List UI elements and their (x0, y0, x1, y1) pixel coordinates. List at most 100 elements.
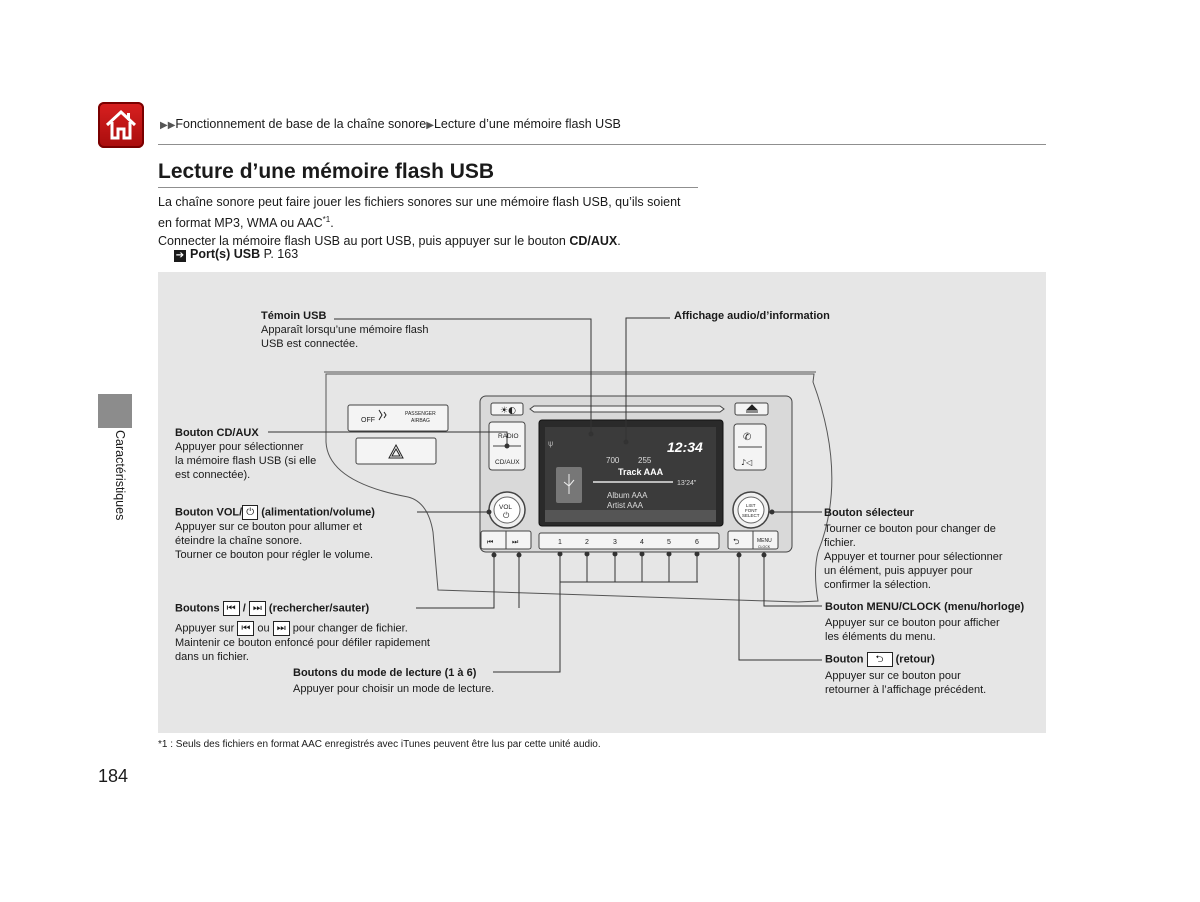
intro-text: . (330, 216, 334, 231)
seek-back-icon: ⏮ (237, 621, 255, 636)
callout-text: retourner à l’affichage précédent. (825, 684, 987, 696)
intro-line: Connecter la mémoire flash USB au port U… (158, 232, 718, 250)
eject-icon (745, 404, 759, 413)
side-tab-marker[interactable] (98, 394, 132, 428)
audio-unit-illustration: OFF PASSENGER AIRBAG ☀◐ RADIO CD/AUX 12:… (268, 317, 833, 673)
airbag-label-2: AIRBAG (411, 418, 430, 424)
callout-text: Appuyer sur ce bouton pour allumer et (175, 521, 363, 533)
back-icon: ⮌ (733, 537, 739, 546)
screen-album: Album AAA (607, 491, 648, 500)
callout-text: confirmer la sélection. (824, 579, 931, 591)
seek-callout: Boutons ⏮ / ⏭ (rechercher/sauter) Appuye… (175, 601, 430, 664)
callout-text: Appuyer et tourner pour sélectionner (824, 551, 1003, 563)
selector-font-label: FONT (745, 508, 757, 513)
callout-title: (rechercher/sauter) (265, 602, 370, 615)
callout-text: éteindre la chaîne sonore. (175, 535, 303, 547)
page-title: Lecture d’une mémoire flash USB (158, 160, 495, 183)
day-night-icon: ☀◐ (500, 406, 516, 416)
callout-title: Bouton VOL/ (175, 506, 243, 519)
clock-button-label: CLOCK (758, 545, 771, 549)
callout-text: un élément, puis appuyer pour (824, 565, 973, 577)
title-divider (158, 187, 698, 188)
breadcrumb-link-2[interactable]: Lecture d’une mémoire flash USB (433, 117, 621, 131)
intro-paragraph: La chaîne sonore peut faire jouer les fi… (158, 193, 718, 250)
intro-line: La chaîne sonore peut faire jouer les fi… (158, 195, 681, 209)
usb-indicator-callout: Témoin USB Apparaît lorsqu’une mémoire f… (261, 309, 429, 351)
preset-6-label: 6 (695, 539, 699, 546)
callout-text: Appuyer pour choisir un mode de lecture. (293, 683, 495, 695)
side-tab-label: Caractéristiques (113, 430, 127, 521)
screen-elapsed: 13'24" (677, 480, 697, 487)
selector-select-label: SELECT (742, 513, 760, 518)
vol-knob-label: VOL (499, 504, 512, 511)
xref-label: Port(s) USB (190, 247, 261, 261)
cross-reference-link[interactable]: ➔Port(s) USB P. 163 (174, 247, 298, 262)
callout-text: la mémoire flash USB (si elle (175, 455, 317, 467)
home-button[interactable] (98, 102, 144, 148)
back-icon: ⮌ (866, 652, 893, 667)
callout-title: Boutons (175, 602, 223, 615)
intro-bold: CD/AUX (569, 234, 618, 249)
menu-callout: Bouton MENU/CLOCK (menu/horloge) Appuyer… (825, 600, 1024, 644)
callout-text: pour changer de fichier. (289, 622, 408, 635)
breadcrumb-link-1[interactable]: Fonctionnement de base de la chaîne sono… (175, 117, 427, 131)
seek-forward-icon: ⏭ (248, 601, 266, 616)
vol-callout: Bouton VOL/⏻ (alimentation/volume) Appuy… (175, 505, 375, 562)
intro-line: en format MP3, WMA ou AAC*1. (158, 211, 718, 232)
back-callout: Bouton ⮌ (retour) Appuyer sur ce bouton … (825, 652, 986, 697)
callout-title: Affichage audio/d’information (674, 310, 830, 322)
radio-button-label: RADIO (498, 433, 519, 440)
callout-text: Appuyer pour sélectionner (175, 441, 304, 453)
header-divider (158, 144, 1046, 145)
seek-forward-icon: ⏭ (512, 538, 519, 546)
power-icon: ⏻ (503, 511, 510, 520)
menu-button-label: MENU (757, 538, 772, 544)
cd-aux-button-label: CD/AUX (495, 459, 520, 466)
display-callout: Affichage audio/d’information (674, 309, 830, 323)
callout-text: fichier. (824, 537, 856, 549)
screen-track-count: 255 (638, 456, 652, 465)
callout-title: Bouton MENU/CLOCK (menu/horloge) (825, 601, 1025, 613)
phone-icon: ✆ (743, 432, 751, 443)
breadcrumb-arrow-icon: ▶▶ (160, 120, 176, 131)
callout-text: Appuyer sur ce bouton pour (825, 670, 961, 682)
intro-text: . (617, 234, 621, 249)
intro-text: en format MP3, WMA ou AAC (158, 216, 323, 231)
preset-2-label: 2 (585, 539, 589, 546)
usb-indicator-icon: ψ (548, 439, 553, 448)
callout-text: USB est connectée. (261, 338, 359, 350)
page-number: 184 (98, 766, 129, 786)
callout-text: Apparaît lorsqu’une mémoire flash (261, 324, 429, 336)
callout-text: les éléments du menu. (825, 631, 936, 643)
callout-text: Appuyer sur ce bouton pour afficher (825, 617, 1000, 629)
callout-text: Maintenir ce bouton enfoncé pour défiler… (175, 637, 430, 649)
seek-back-icon: ⏮ (487, 538, 493, 546)
callout-text: Tourner ce bouton pour changer de (824, 523, 996, 535)
callout-title: Bouton CD/AUX (175, 427, 259, 439)
seek-forward-icon: ⏭ (272, 621, 290, 636)
callout-text: est connectée). (175, 469, 251, 481)
screen-time: 12:34 (667, 439, 703, 455)
footnote: *1 : Seuls des fichiers en format AAC en… (158, 739, 601, 750)
screen-folder-count: 700 (606, 456, 620, 465)
callout-title: Bouton (825, 653, 867, 666)
callout-text: dans un fichier. (175, 651, 249, 663)
audio-unit-diagram: OFF PASSENGER AIRBAG ☀◐ RADIO CD/AUX 12:… (158, 272, 1046, 733)
selector-list-label: LIST (746, 503, 756, 508)
callout-title: (alimentation/volume) (258, 506, 375, 519)
seek-back-icon: ⏮ (222, 601, 240, 616)
intro-text: Connecter la mémoire flash USB au port U… (158, 234, 570, 249)
footnote-ref[interactable]: *1 (322, 215, 331, 224)
hazard-icon (388, 443, 404, 459)
preset-3-label: 3 (613, 539, 617, 546)
preset-5-label: 5 (667, 539, 671, 546)
screen-artist: Artist AAA (607, 501, 644, 510)
callout-title: Témoin USB (261, 310, 327, 322)
airbag-off-text: OFF (361, 417, 375, 424)
home-icon (105, 109, 137, 140)
callout-text: ou (254, 622, 273, 635)
screen-track: Track AAA (618, 467, 664, 477)
preset-1-label: 1 (558, 539, 562, 546)
breadcrumb: ▶▶Fonctionnement de base de la chaîne so… (160, 117, 621, 131)
preset-4-label: 4 (640, 539, 644, 546)
